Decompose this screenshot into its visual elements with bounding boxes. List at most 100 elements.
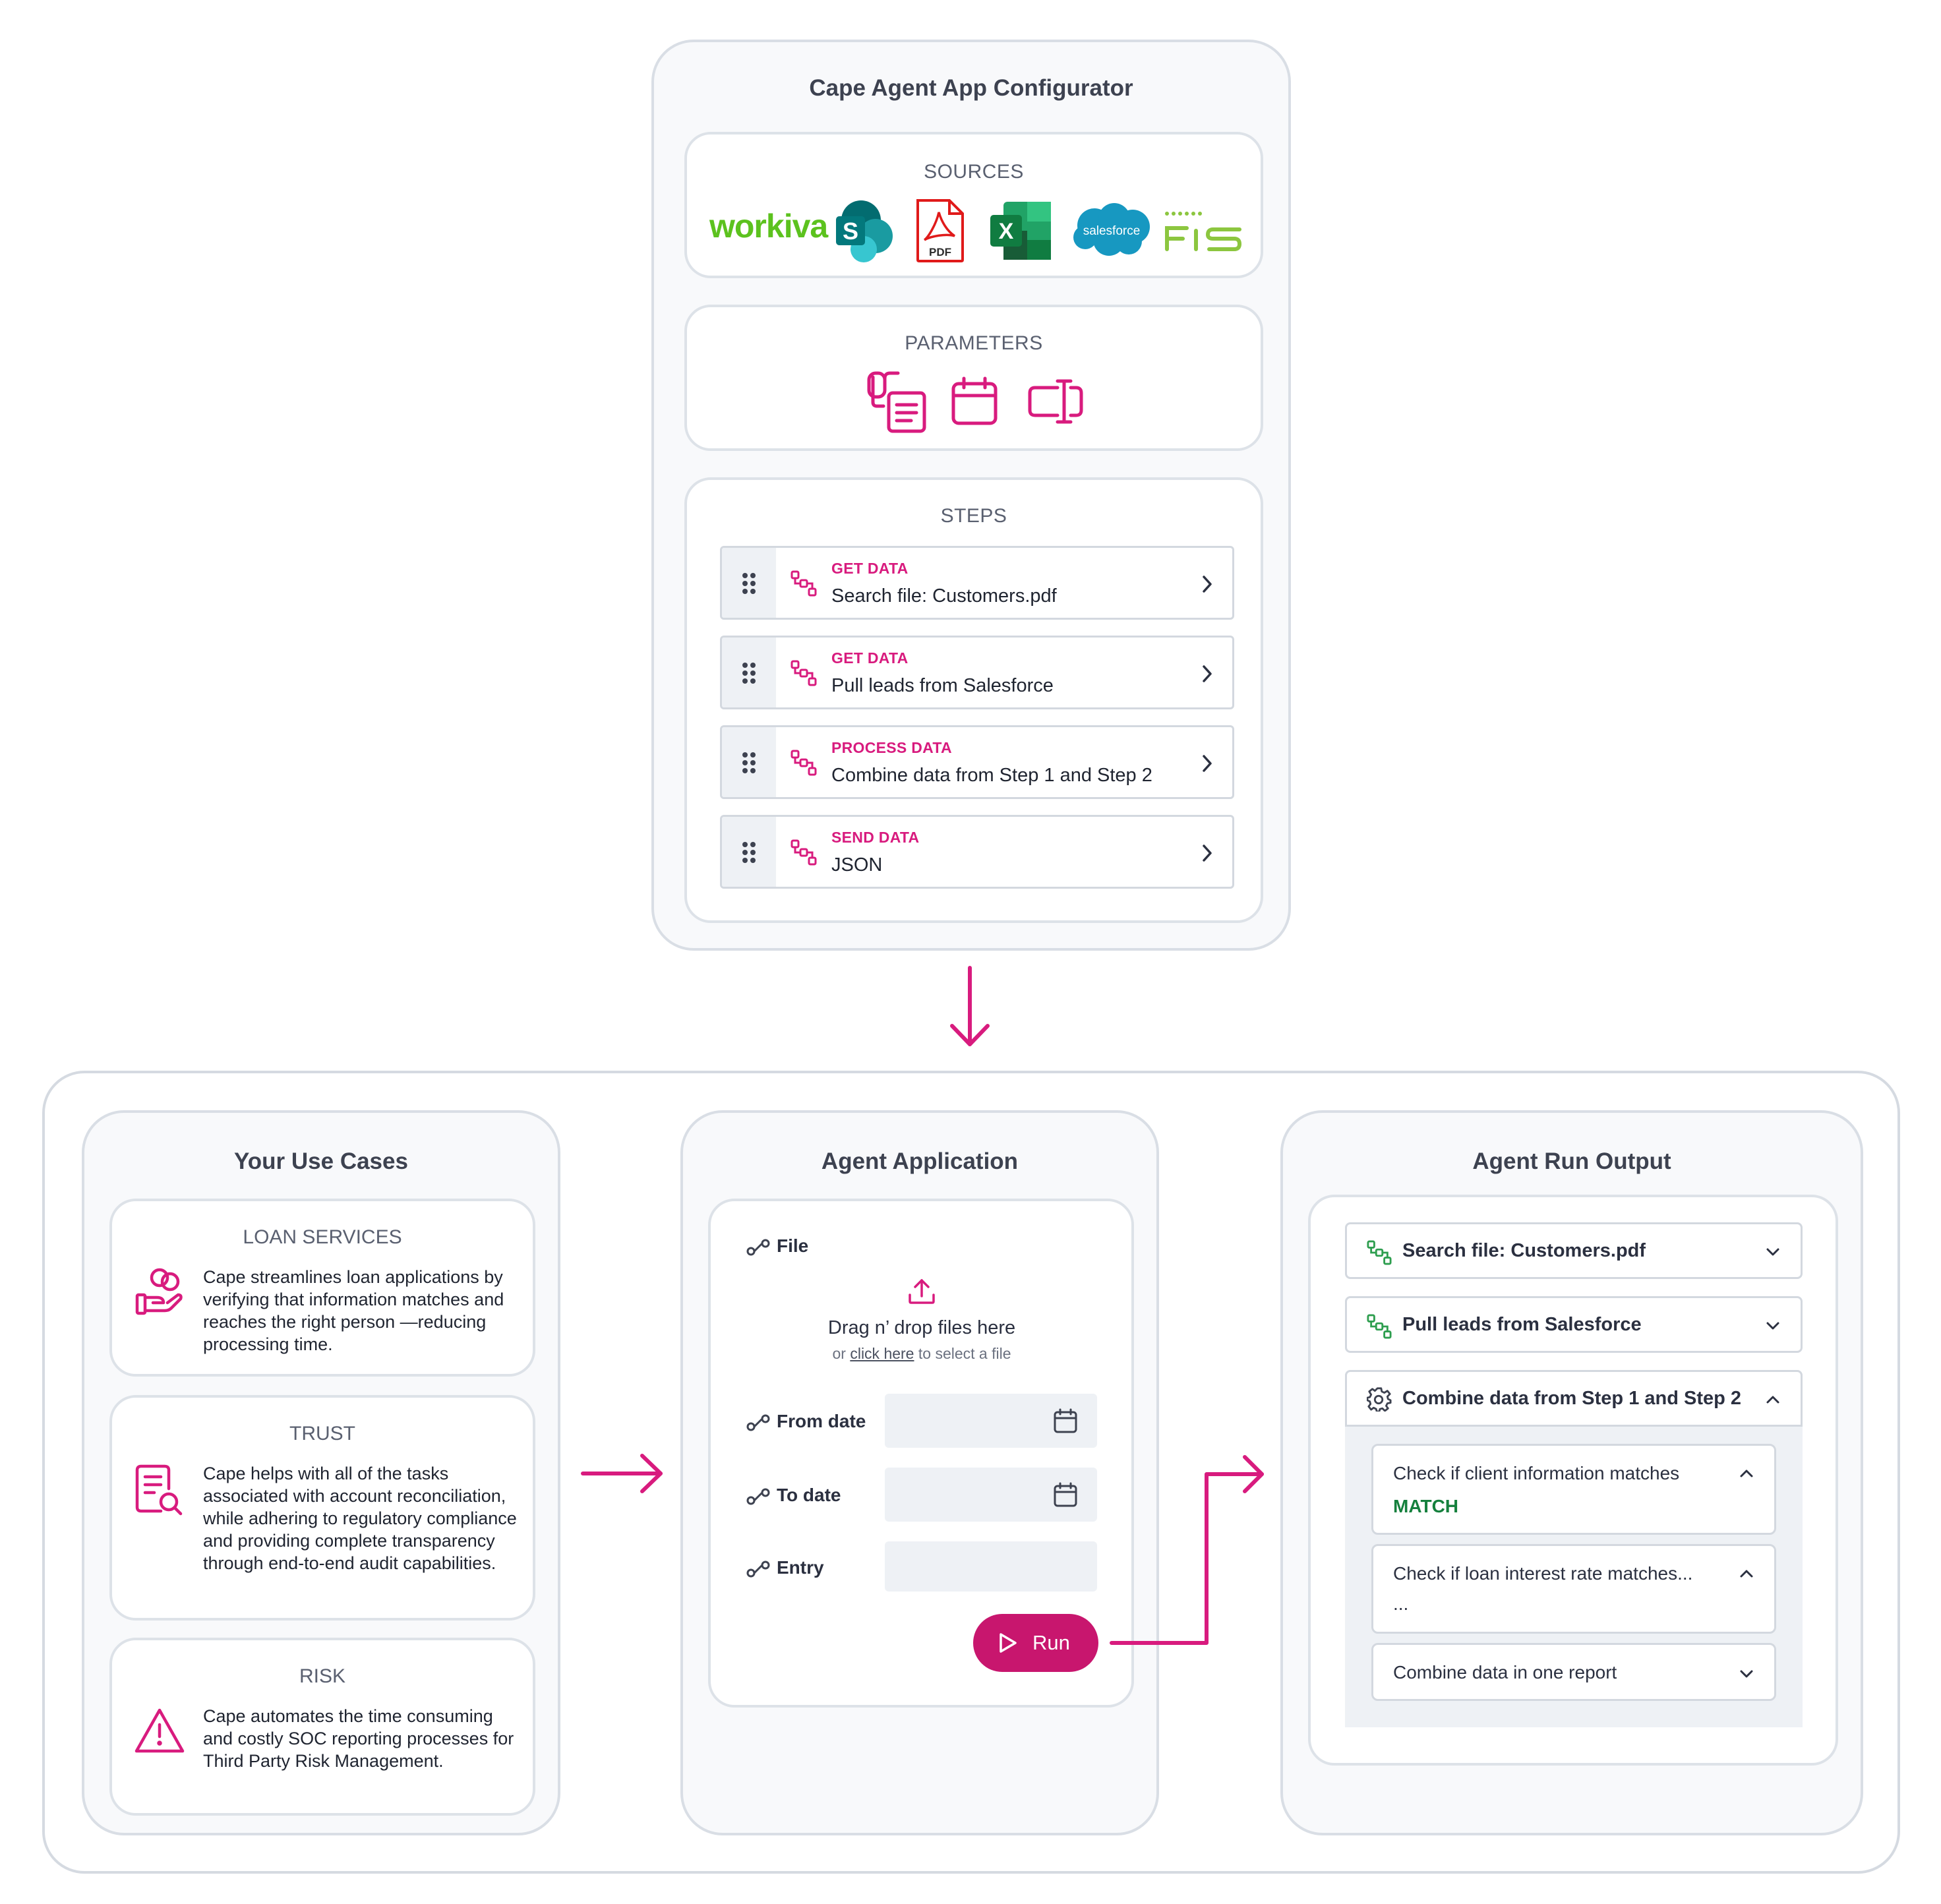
drag-handle-icon[interactable] xyxy=(722,638,776,707)
sources-label: SOURCES xyxy=(924,161,1024,183)
use-case-text: Cape helps with all of the tasks associa… xyxy=(203,1464,517,1573)
output-row-text: Pull leads from Salesforce xyxy=(1402,1314,1642,1335)
use-case-card-trust[interactable]: TRUST Cape helps with all of the tasks a… xyxy=(109,1395,535,1621)
chevron-right-icon xyxy=(1203,755,1212,772)
use-case-card-loan[interactable]: LOAN SERVICES Cape streamlines loan appl… xyxy=(109,1199,535,1377)
steps-card: STEPS GET DATA Search file: Customers.pd… xyxy=(684,477,1263,923)
file-params-icon xyxy=(867,371,926,433)
calendar-icon[interactable] xyxy=(1054,1408,1077,1433)
output-row-3[interactable]: Combine data from Step 1 and Step 2 xyxy=(1345,1370,1803,1427)
svg-text:X: X xyxy=(999,219,1014,244)
output-row-text: Combine data from Step 1 and Step 2 xyxy=(1402,1388,1742,1409)
to-date-label: To date xyxy=(777,1485,841,1505)
parameter-icon xyxy=(746,1239,770,1256)
drag-handle-icon[interactable] xyxy=(722,548,776,618)
chevron-down-icon[interactable] xyxy=(1765,1247,1781,1257)
agent-app-title: Agent Application xyxy=(821,1148,1019,1174)
chevron-right-icon xyxy=(1203,665,1212,682)
check-row-3[interactable]: Combine data in one report xyxy=(1371,1643,1776,1701)
excel-logo: X xyxy=(989,200,1052,261)
output-row-1[interactable]: Search file: Customers.pdf xyxy=(1345,1222,1803,1279)
check-row-1[interactable]: Check if client information matches MATC… xyxy=(1371,1444,1776,1535)
run-label: Run xyxy=(1032,1631,1070,1654)
chevron-up-icon[interactable] xyxy=(1739,1468,1754,1479)
agent-app-form: File Drag n’ drop files here or click he… xyxy=(708,1199,1134,1708)
calendar-icon xyxy=(951,376,998,425)
dropzone-subtitle: or click here to select a file xyxy=(737,1345,1106,1363)
use-case-label: LOAN SERVICES xyxy=(243,1226,402,1248)
text-input-icon xyxy=(1028,379,1083,424)
file-dropzone[interactable]: Drag n’ drop files here or click here to… xyxy=(737,1267,1106,1373)
calendar-icon[interactable] xyxy=(1054,1482,1077,1507)
step-desc: Pull leads from Salesforce xyxy=(831,675,1054,696)
step-desc: JSON xyxy=(831,854,883,876)
use-case-label: RISK xyxy=(299,1665,346,1687)
drag-handle-icon[interactable] xyxy=(722,727,776,797)
configurator-panel: Cape Agent App Configurator SOURCES work… xyxy=(651,40,1291,951)
step-kind: PROCESS DATA xyxy=(831,739,952,756)
chevron-up-icon[interactable] xyxy=(1765,1394,1781,1405)
use-case-text: Cape automates the time consuming and co… xyxy=(203,1706,514,1771)
parameters-card: PARAMETERS xyxy=(684,305,1263,451)
output-row-2[interactable]: Pull leads from Salesforce xyxy=(1345,1296,1803,1353)
chevron-up-icon[interactable] xyxy=(1739,1568,1754,1579)
check-row-2[interactable]: Check if loan interest rate matches... .… xyxy=(1371,1544,1776,1634)
fis-logo xyxy=(1163,208,1245,254)
sharepoint-logo: S xyxy=(832,198,898,264)
run-button[interactable]: Run xyxy=(973,1614,1098,1672)
sources-card: SOURCES workiva S PDF xyxy=(684,132,1263,278)
svg-text:PDF: PDF xyxy=(929,246,951,258)
workflow-icon xyxy=(1367,1240,1392,1265)
parameters-label: PARAMETERS xyxy=(905,332,1043,354)
check-result: ... xyxy=(1393,1593,1409,1614)
output-title: Agent Run Output xyxy=(1472,1148,1671,1174)
step-kind: GET DATA xyxy=(831,560,909,577)
use-case-text: Cape streamlines loan applications by ve… xyxy=(203,1267,504,1354)
output-card: Search file: Customers.pdf Pull leads fr… xyxy=(1308,1195,1838,1766)
step-item-1[interactable]: GET DATA Search file: Customers.pdf xyxy=(720,546,1234,620)
use-cases-panel: Your Use Cases LOAN SERVICES Cape stream… xyxy=(82,1110,560,1835)
check-text: Check if client information matches xyxy=(1393,1463,1680,1483)
document-search-icon xyxy=(135,1464,183,1516)
from-date-input[interactable] xyxy=(885,1394,1097,1448)
gear-icon xyxy=(1367,1387,1392,1412)
use-case-card-risk[interactable]: RISK Cape automates the time consuming a… xyxy=(109,1638,535,1816)
use-case-label: TRUST xyxy=(289,1423,355,1444)
file-label: File xyxy=(777,1235,809,1256)
step-item-2[interactable]: GET DATA Pull leads from Salesforce xyxy=(720,636,1234,709)
click-here-link[interactable]: click here xyxy=(850,1345,914,1362)
step-kind: SEND DATA xyxy=(831,829,920,846)
workflow-icon xyxy=(791,839,817,866)
dropzone-title: Drag n’ drop files here xyxy=(827,1317,1016,1338)
to-date-input[interactable] xyxy=(885,1468,1097,1522)
pdf-logo: PDF xyxy=(914,198,967,264)
step-desc: Search file: Customers.pdf xyxy=(831,585,1057,607)
step-item-3[interactable]: PROCESS DATA Combine data from Step 1 an… xyxy=(720,725,1234,799)
entry-input[interactable] xyxy=(885,1541,1097,1592)
configurator-title: Cape Agent App Configurator xyxy=(809,75,1133,101)
use-cases-title: Your Use Cases xyxy=(234,1148,408,1174)
arrow-right-icon xyxy=(581,1454,663,1493)
check-text: Check if loan interest rate matches... xyxy=(1393,1563,1693,1584)
chevron-right-icon xyxy=(1203,576,1212,593)
step-desc: Combine data from Step 1 and Step 2 xyxy=(831,765,1152,786)
upload-icon xyxy=(909,1279,935,1304)
parameter-icon xyxy=(746,1561,770,1578)
workflow-icon xyxy=(791,570,817,597)
check-text: Combine data in one report xyxy=(1393,1662,1617,1682)
step-kind: GET DATA xyxy=(831,649,909,667)
workflow-icon xyxy=(791,750,817,776)
chevron-down-icon[interactable] xyxy=(1739,1669,1754,1679)
salesforce-logo: salesforce xyxy=(1071,200,1152,260)
play-icon xyxy=(1000,1633,1017,1653)
dropzone-suffix: to select a file xyxy=(914,1345,1011,1362)
hand-coins-icon xyxy=(135,1268,183,1315)
agent-app-panel: Agent Application File Drag n’ drop file… xyxy=(680,1110,1159,1835)
drag-handle-icon[interactable] xyxy=(722,817,776,887)
from-date-label: From date xyxy=(777,1411,866,1431)
step-item-4[interactable]: SEND DATA JSON xyxy=(720,815,1234,889)
workflow-icon xyxy=(791,660,817,686)
entry-label: Entry xyxy=(777,1557,824,1578)
chevron-down-icon[interactable] xyxy=(1765,1321,1781,1331)
svg-text:salesforce: salesforce xyxy=(1083,224,1141,238)
